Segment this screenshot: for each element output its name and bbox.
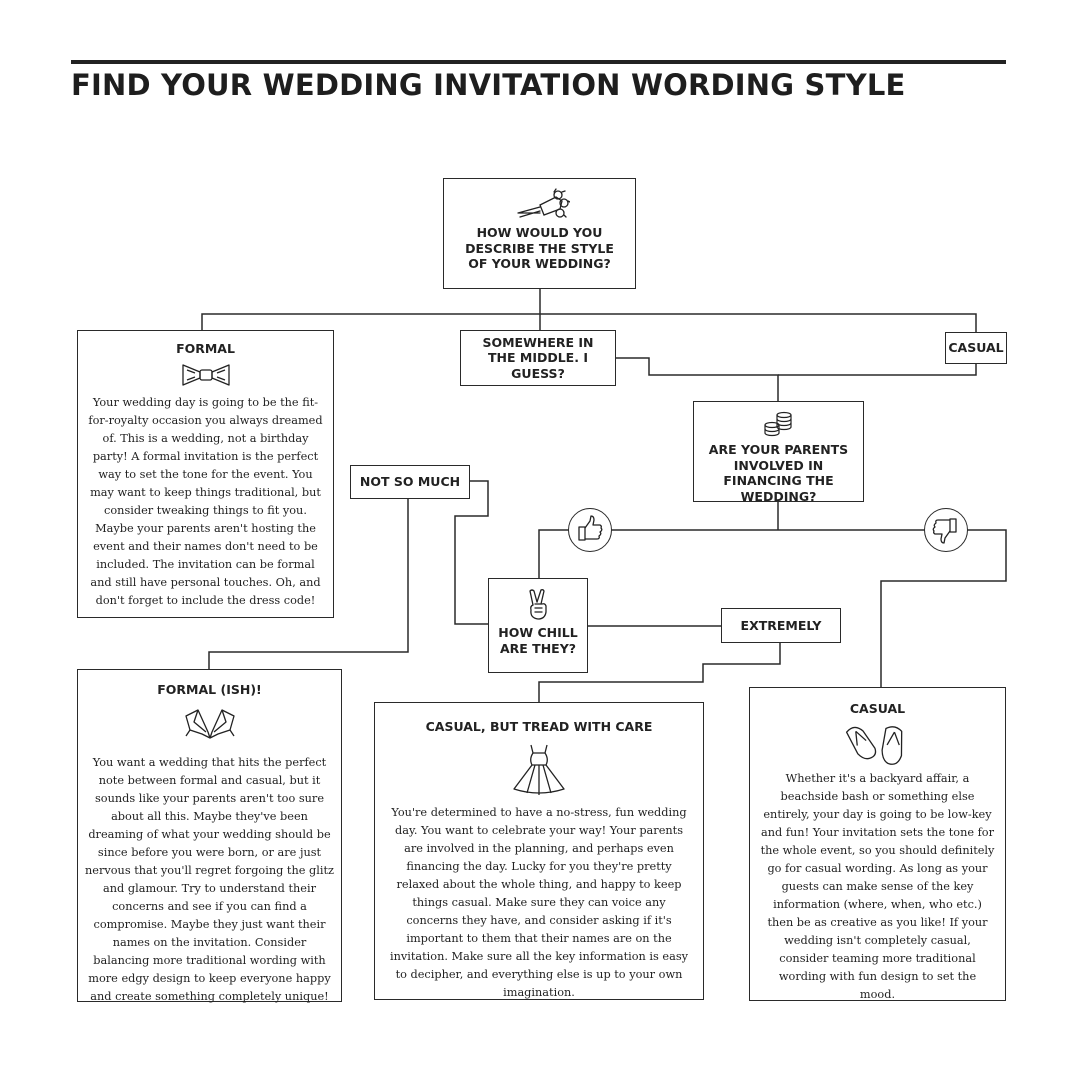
result-formal-box: FORMAL Your wedding day is going to be t… <box>77 330 334 618</box>
thumbs-up-icon <box>578 515 603 541</box>
result-formalish-box: FORMAL (ISH)! You want a wedding that hi… <box>77 669 342 1003</box>
result-formal-text: Your wedding day is going to be the fit-… <box>88 396 323 607</box>
chill-question-box: HOW CHILL ARE THEY? <box>488 578 588 673</box>
dress-icon <box>513 744 565 795</box>
result-casual-title: CASUAL <box>849 701 906 716</box>
connector-casual-to-parents <box>778 364 977 376</box>
answer-yes-circle <box>568 508 612 552</box>
peace-hand-icon <box>529 589 547 620</box>
connector-middle-to-parents <box>615 357 779 401</box>
option-extremely-box: EXTREMELY <box>721 608 841 643</box>
result-tread-text: You're determined to have a no-stress, f… <box>389 806 689 999</box>
parents-question-box: ARE YOUR PARENTS INVOLVED IN FINANCING T… <box>693 401 864 504</box>
option-middle-box: SOMEWHERE IN THE MIDDLE. I GUESS? <box>460 330 616 386</box>
connector-notsomuch-to-formalish <box>208 498 409 669</box>
option-notsomuch-text: NOT SO MUCH <box>359 474 461 490</box>
parents-question-text: ARE YOUR PARENTS INVOLVED IN FINANCING T… <box>708 442 849 504</box>
option-casual-text: CASUAL <box>948 340 1004 356</box>
option-casual-box: CASUAL <box>945 332 1007 364</box>
connector-extremely-to-tread <box>538 642 781 702</box>
connector-answers-bar <box>538 529 1007 687</box>
title-rule <box>71 60 1006 64</box>
start-question-text: HOW WOULD YOU DESCRIBE THE STYLE OF YOUR… <box>465 225 614 271</box>
option-middle-text: SOMEWHERE IN THE MIDDLE. I GUESS? <box>482 334 594 381</box>
start-question-box: HOW WOULD YOU DESCRIBE THE STYLE OF YOUR… <box>443 178 636 289</box>
connector-notsomuch-to-chill <box>454 480 489 625</box>
thumbs-down-icon <box>932 518 957 544</box>
connector-branch-bar <box>201 313 977 332</box>
result-casual-box: CASUAL Whether it's a backyard affair, a… <box>749 687 1006 1001</box>
result-tread-title: CASUAL, BUT TREAD WITH CARE <box>425 719 653 734</box>
option-notsomuch-box: NOT SO MUCH <box>350 465 470 499</box>
bouquet-icon <box>516 188 570 218</box>
result-formal-title: FORMAL <box>176 341 235 356</box>
chill-question-text: HOW CHILL ARE THEY? <box>498 625 578 656</box>
coins-icon <box>763 411 792 437</box>
option-extremely-text: EXTREMELY <box>740 617 822 633</box>
page-title: FIND YOUR WEDDING INVITATION WORDING STY… <box>71 68 906 102</box>
shirt-collar-icon <box>184 709 235 739</box>
result-formalish-title: FORMAL (ISH)! <box>157 682 262 697</box>
flip-flops-icon <box>845 726 902 765</box>
result-casual-text: Whether it's a backyard affair, a beachs… <box>760 772 995 1001</box>
answer-no-circle <box>924 508 968 552</box>
bow-tie-icon <box>181 364 230 386</box>
result-tread-box: CASUAL, BUT TREAD WITH CARE You're deter… <box>374 702 704 1000</box>
result-formalish-text: You want a wedding that hits the perfect… <box>85 756 334 1003</box>
